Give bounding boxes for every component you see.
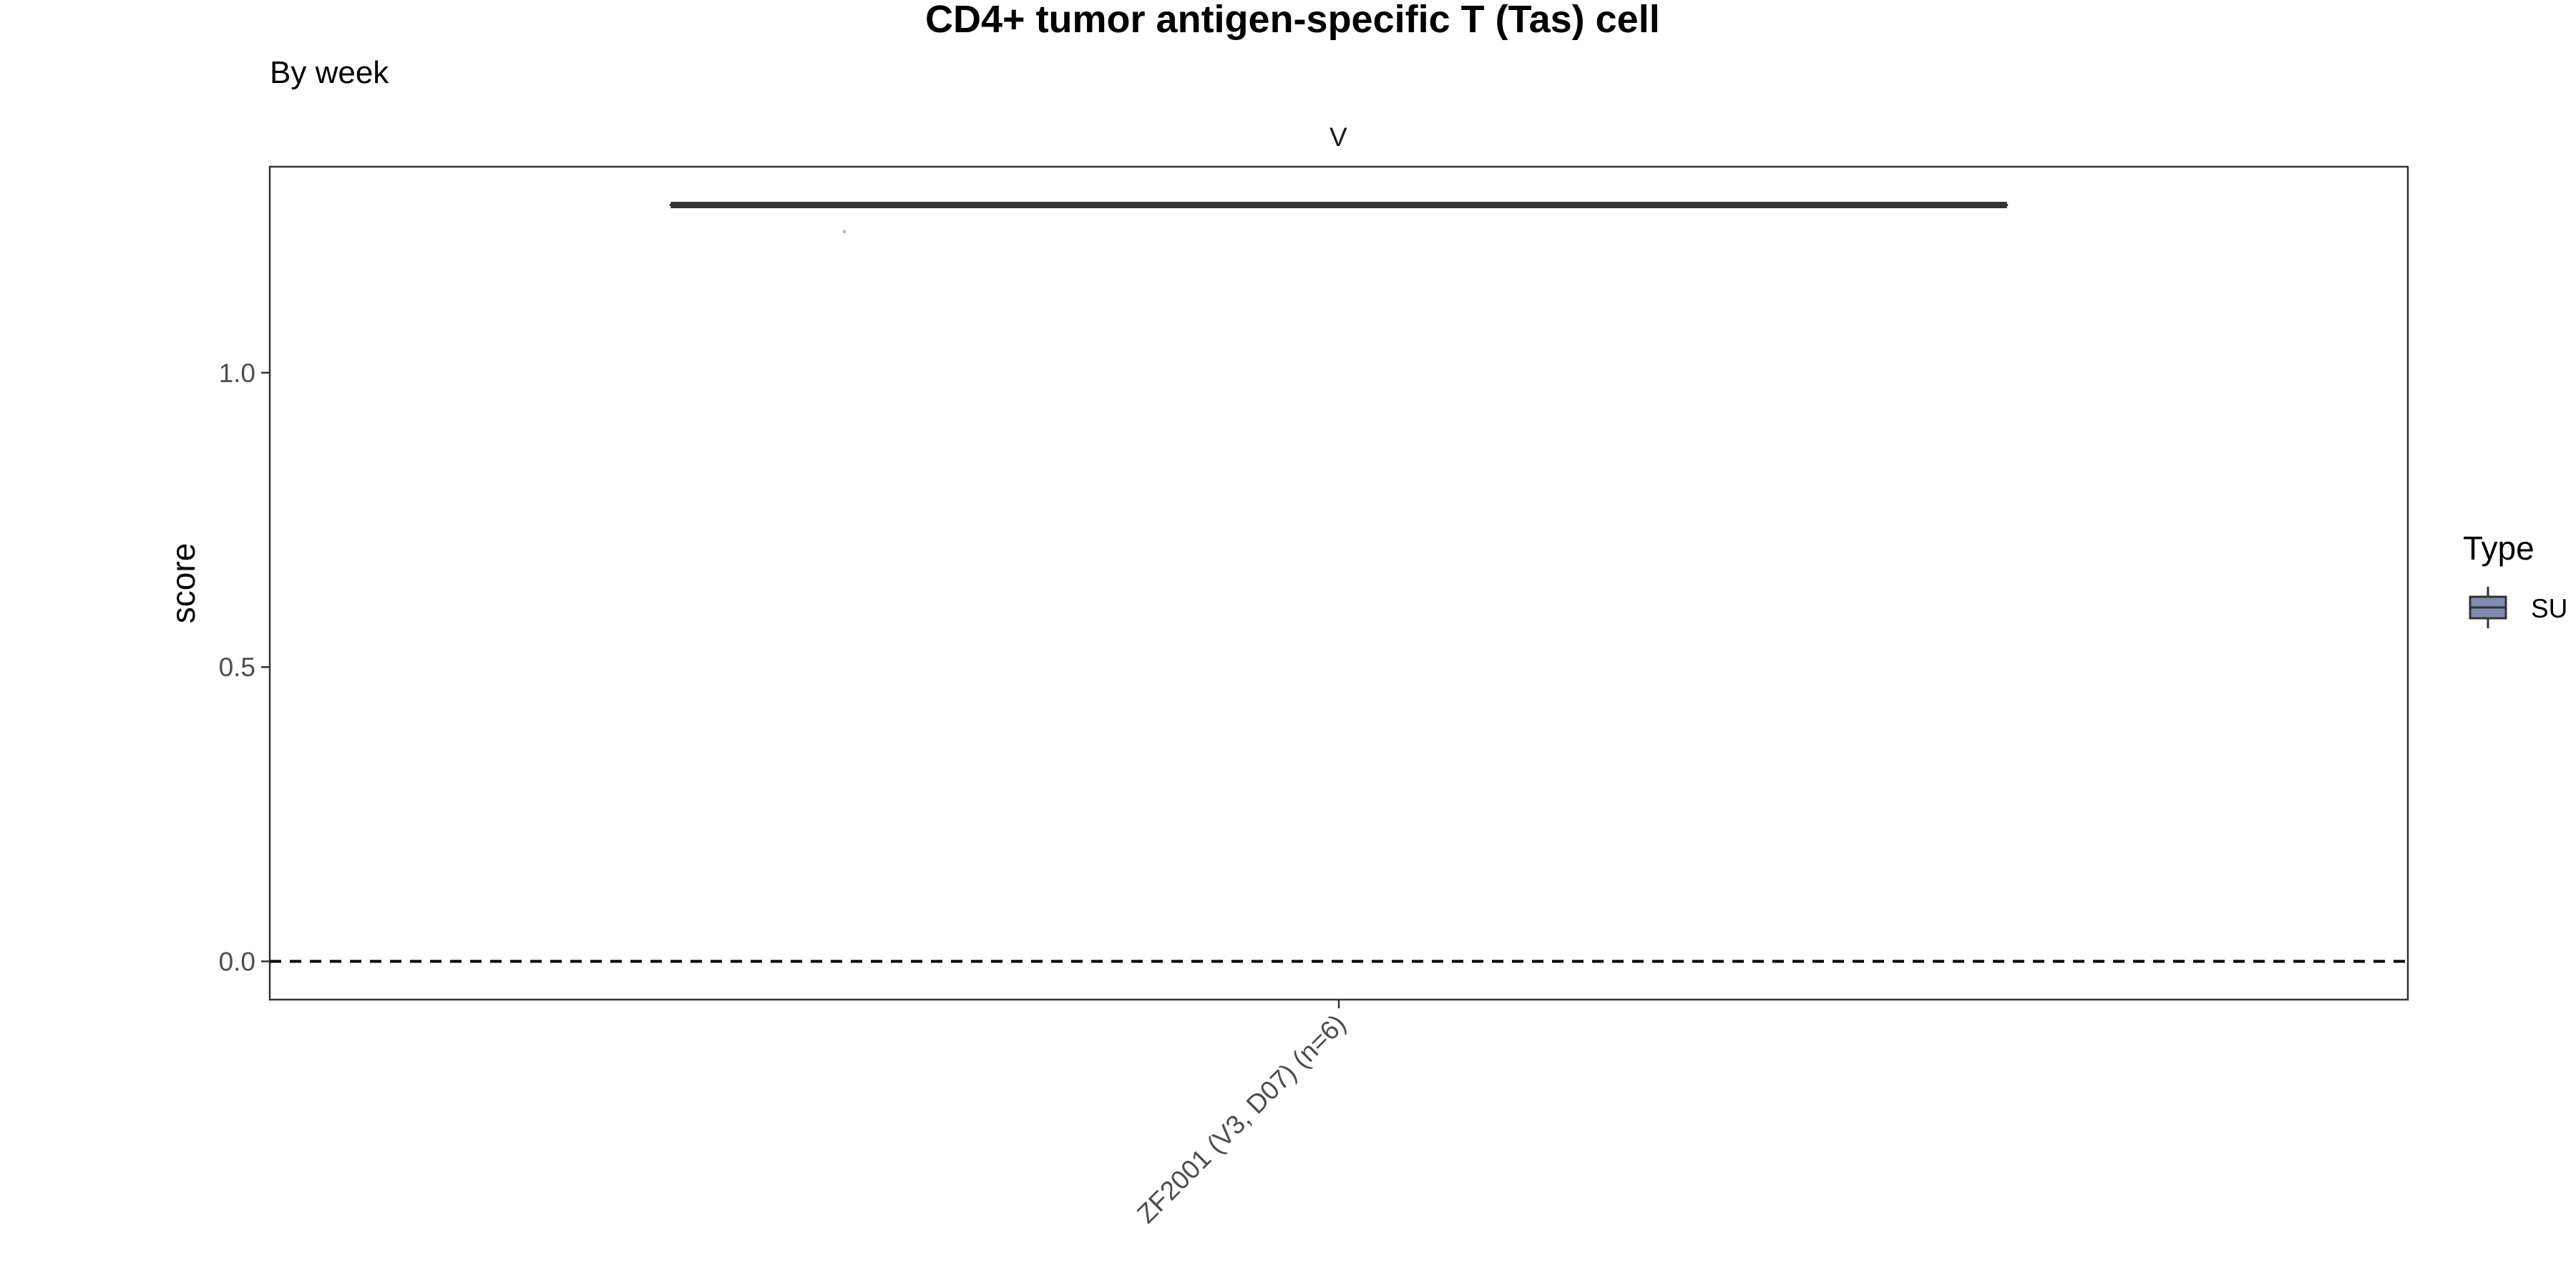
y-axis-label: score	[165, 543, 202, 623]
panel-border	[268, 165, 2409, 1001]
x-tick-label: ZF2001 (V3, D07) (n=6)	[1131, 1009, 1351, 1229]
facet-strip-label: V	[1330, 122, 1347, 152]
chart-title: CD4+ tumor antigen-specific T (Tas) cell	[925, 0, 1660, 41]
legend-entry-label: SU	[2531, 594, 2567, 623]
jitter-point	[842, 229, 847, 233]
y-tick-label: 0.0	[219, 947, 255, 977]
y-tick-label: 1.0	[219, 358, 255, 388]
chart-marks	[270, 201, 2408, 963]
y-tick-label: 0.5	[219, 653, 255, 682]
plot-panel	[268, 165, 2409, 1001]
chart-subtitle: By week	[270, 55, 389, 90]
legend-title: Type	[2463, 530, 2534, 567]
